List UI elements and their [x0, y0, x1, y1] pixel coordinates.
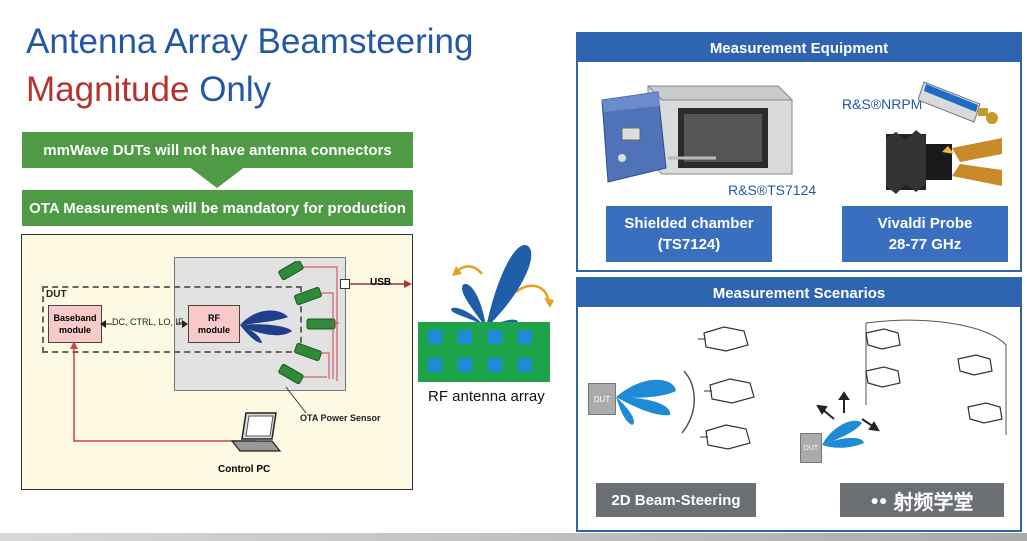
- baseband-line2: module: [58, 325, 91, 335]
- footer-strip: [0, 533, 1027, 541]
- baseband-module: Baseband module: [48, 305, 102, 343]
- subtitle-magnitude: Magnitude: [26, 70, 190, 109]
- power-sensor-array-icon: [278, 261, 339, 385]
- control-line-icon: [70, 341, 256, 442]
- page-title: Antenna Array Beamsteering: [26, 22, 474, 61]
- chamber-line1: Shielded chamber: [624, 215, 754, 232]
- watermark-box: ●● 射频学堂: [840, 483, 1004, 517]
- link-arrow-icon: [100, 320, 188, 328]
- antenna-array-illustration: [418, 244, 554, 382]
- probe-set-3d-icon: [865, 319, 1007, 435]
- beam-2d-button[interactable]: 2D Beam-Steering: [596, 483, 756, 517]
- probe-box-label: Vivaldi Probe 28-77 GHz: [842, 206, 1008, 262]
- equipment-panel: Measurement Equipment R&S®TS7124 R&S®NRP…: [576, 32, 1022, 272]
- chamber-box-label: Shielded chamber (TS7124): [606, 206, 772, 262]
- beam-2d-icon: [616, 370, 695, 434]
- dut-small-left: DUT: [588, 383, 616, 415]
- sensor-pointer-icon: [285, 386, 307, 414]
- page-subtitle: Magnitude Only: [26, 70, 271, 110]
- baseband-line1: Baseband: [53, 313, 97, 323]
- probe-set-2d-icon: [698, 326, 755, 450]
- array-label: RF antenna array: [428, 388, 545, 405]
- scenarios-header: Measurement Scenarios: [578, 279, 1020, 307]
- dut-banner: mmWave DUTs will not have antenna connec…: [22, 132, 413, 168]
- dut-small-right: DUT: [800, 433, 822, 463]
- setup-diagram: DUT Baseband module DC, CTRL, LO, IF RF …: [21, 234, 413, 490]
- probe-line2: 28-77 GHz: [888, 236, 962, 253]
- ota-banner: OTA Measurements will be mandatory for p…: [22, 190, 413, 226]
- down-arrow-icon: [188, 166, 246, 188]
- equipment-header: Measurement Equipment: [578, 34, 1020, 62]
- chamber-line2: (TS7124): [657, 236, 721, 253]
- watermark-text: 射频学堂: [893, 491, 974, 514]
- laptop-icon: [230, 412, 282, 452]
- dut-dashed-outline: [42, 286, 302, 353]
- probe-line1: Vivaldi Probe: [877, 215, 973, 232]
- ts7124-caption: R&S®TS7124: [728, 182, 817, 198]
- wechat-icon: ●●: [870, 492, 888, 508]
- rf-line2: module: [197, 325, 230, 335]
- scenarios-panel: Measurement Scenarios DUT DUT: [576, 277, 1022, 532]
- link-label: DC, CTRL, LO, IF: [112, 317, 184, 327]
- shielded-chamber-illustration: [601, 85, 794, 183]
- vivaldi-probe-illustration: [886, 130, 1002, 194]
- sensor-label: OTA Power Sensor: [300, 413, 381, 423]
- rf-line1: RF: [208, 313, 220, 323]
- beam-lobes-icon: [240, 310, 292, 343]
- nrpm-sensor-illustration: [918, 81, 998, 124]
- dut-label: DUT: [46, 289, 67, 300]
- nrpm-caption: R&S®NRPM: [842, 96, 923, 112]
- usb-arrow-icon: [349, 280, 412, 288]
- pc-label: Control PC: [218, 464, 271, 475]
- rf-module: RF module: [188, 305, 240, 343]
- usb-label: USB: [370, 277, 392, 288]
- subtitle-only: Only: [199, 70, 272, 109]
- beam-3d-icon: [816, 391, 880, 448]
